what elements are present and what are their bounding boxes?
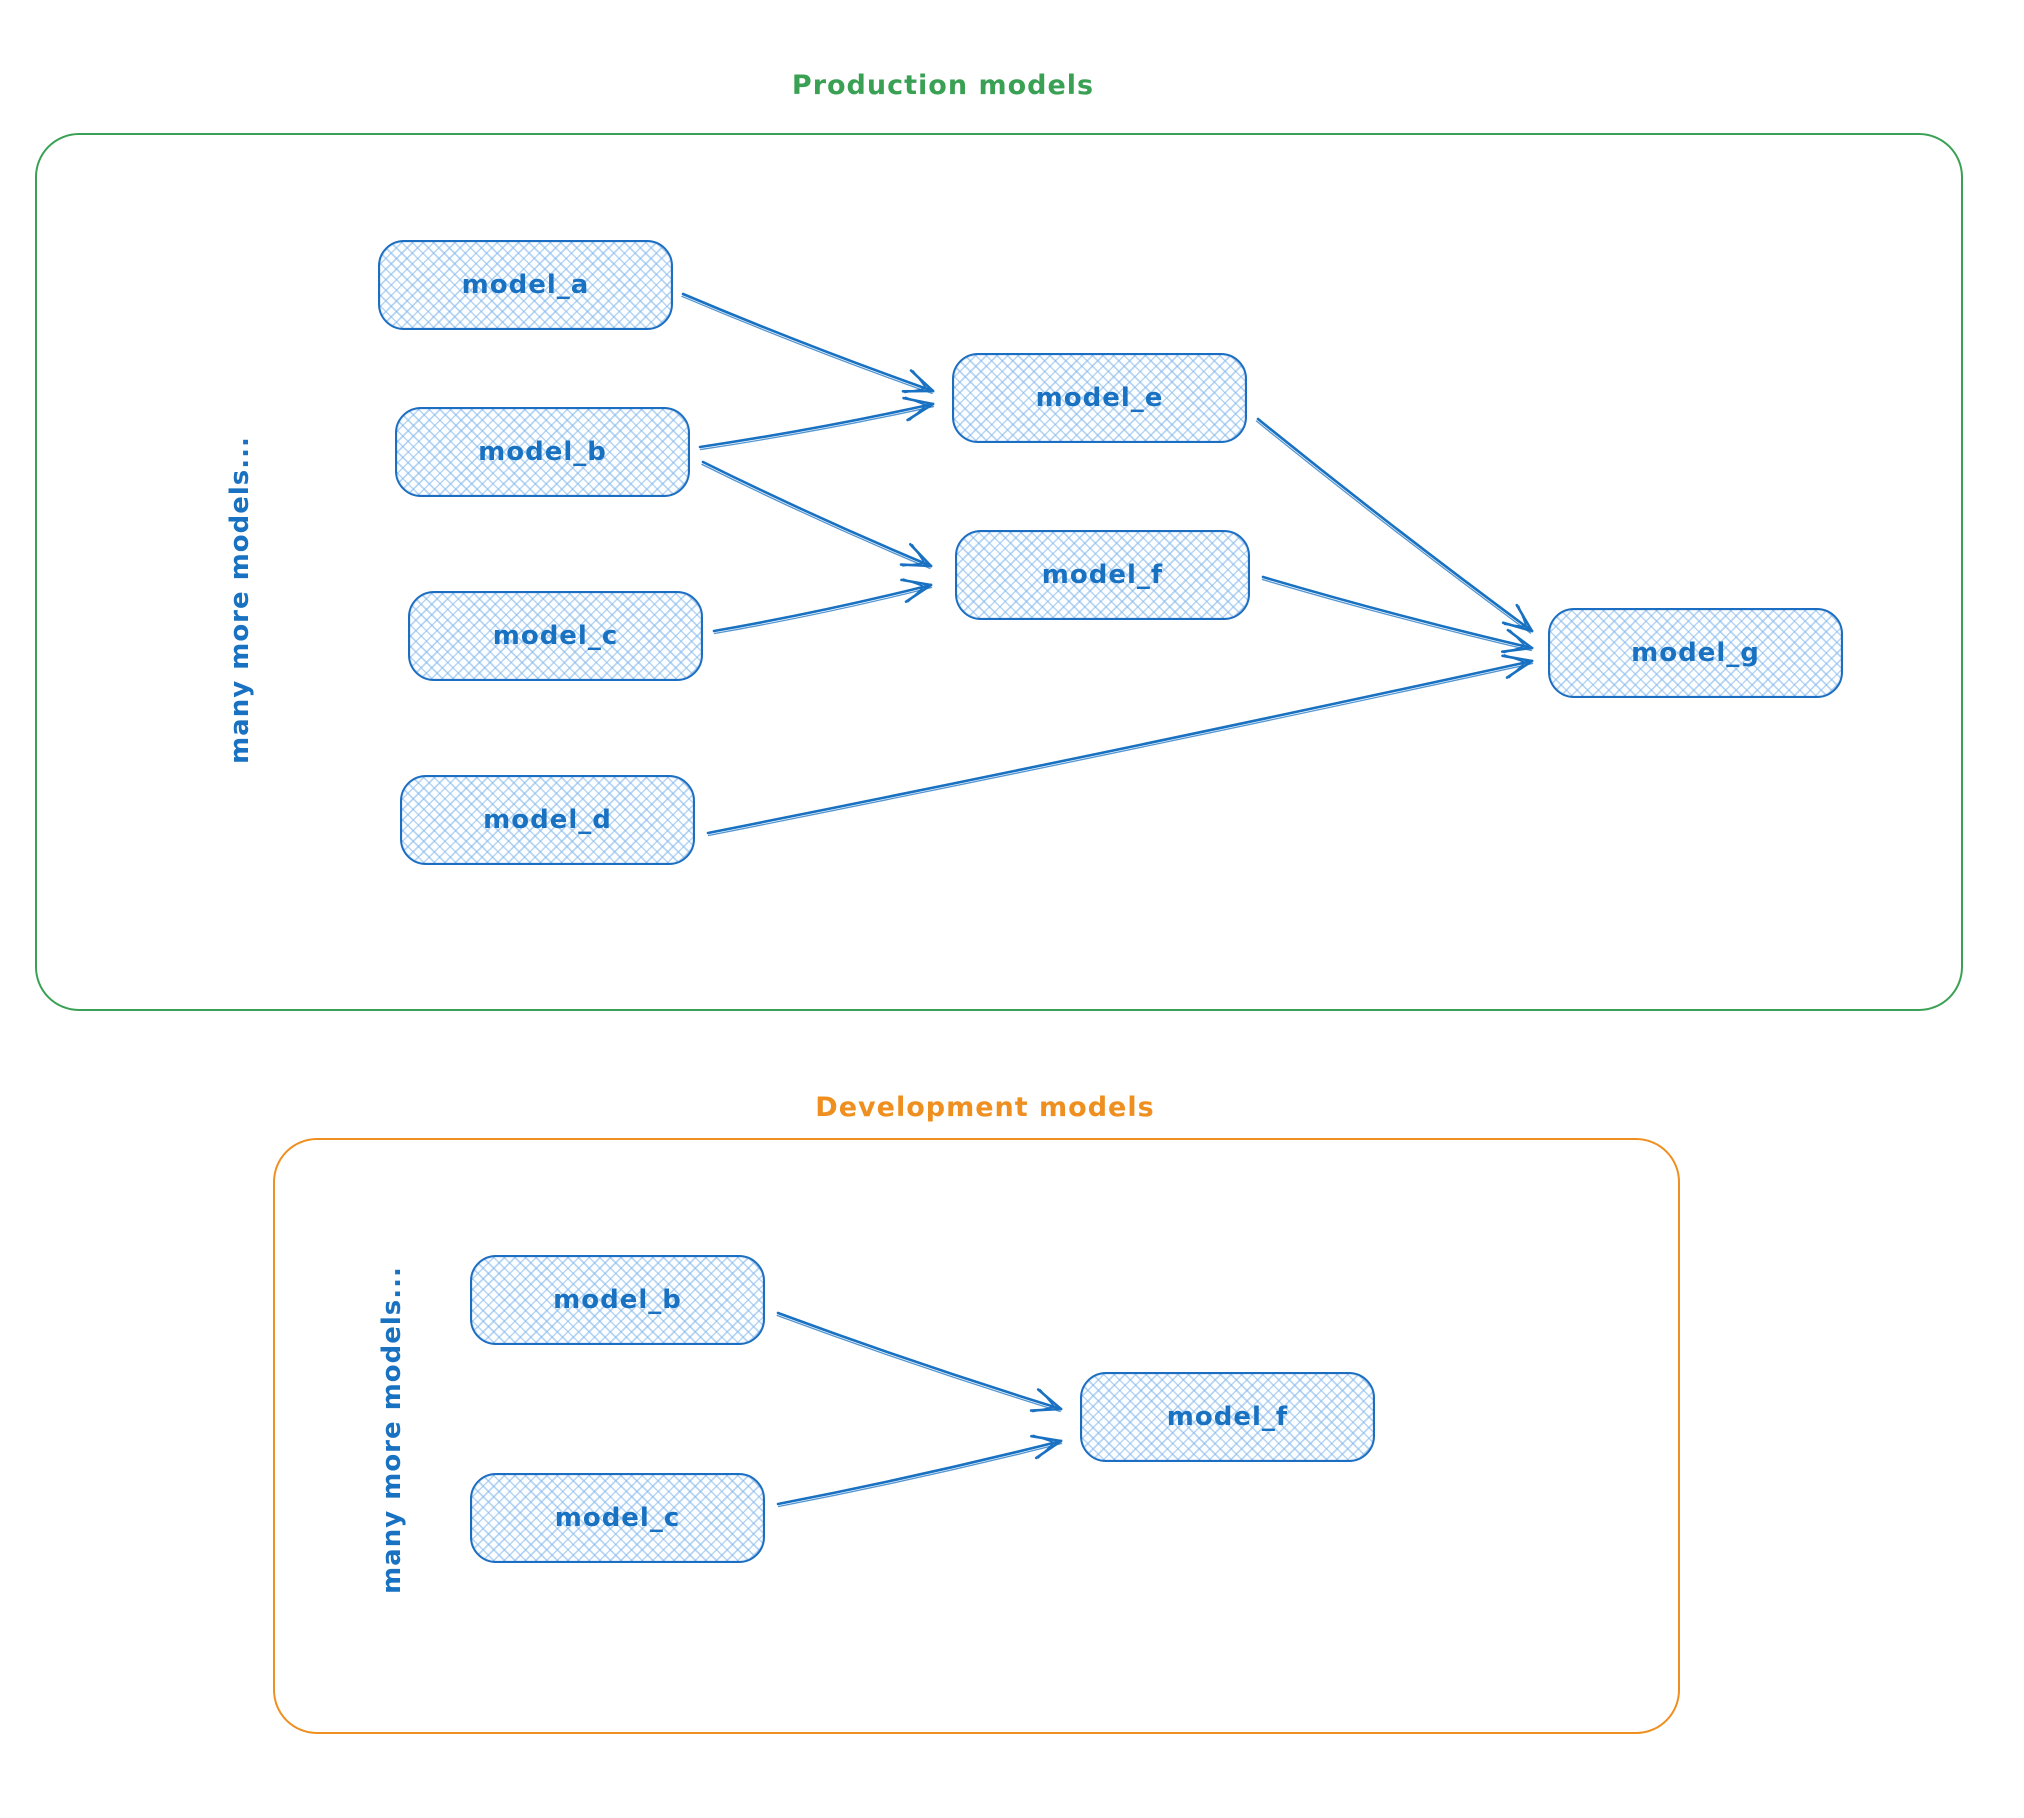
edge-production-model_b-to-model_f[interactable] bbox=[701, 460, 933, 570]
edge-development-model_b-to-model_f[interactable] bbox=[776, 1311, 1063, 1413]
node-production-model_d[interactable]: model_d bbox=[400, 775, 695, 865]
node-label: model_f bbox=[1166, 1402, 1289, 1432]
node-label: model_f bbox=[1041, 560, 1164, 590]
node-production-model_g[interactable]: model_g bbox=[1548, 608, 1843, 698]
node-development-model_f[interactable]: model_f bbox=[1080, 1372, 1375, 1462]
development-title[interactable]: Development models bbox=[815, 1092, 1155, 1123]
edge-production-model_a-to-model_e[interactable] bbox=[681, 292, 935, 395]
node-production-model_e[interactable]: model_e bbox=[952, 353, 1247, 443]
production-title[interactable]: Production models bbox=[791, 70, 1095, 101]
node-label: model_a bbox=[461, 270, 590, 300]
node-production-model_b[interactable]: model_b bbox=[395, 407, 690, 497]
node-label: model_d bbox=[483, 805, 612, 835]
development-frame[interactable] bbox=[273, 1138, 1680, 1734]
node-production-model_a[interactable]: model_a bbox=[378, 240, 673, 330]
edge-production-model_b-to-model_e[interactable] bbox=[698, 396, 935, 451]
node-development-model_c[interactable]: model_c bbox=[470, 1473, 765, 1563]
production-side-label[interactable]: many more models... bbox=[225, 436, 255, 764]
edge-development-model_c-to-model_f[interactable] bbox=[776, 1434, 1063, 1508]
node-production-model_f[interactable]: model_f bbox=[955, 530, 1250, 620]
node-label: model_g bbox=[1631, 638, 1760, 668]
node-label: model_e bbox=[1035, 383, 1164, 413]
edge-production-model_d-to-model_g[interactable] bbox=[706, 654, 1534, 837]
node-development-model_b[interactable]: model_b bbox=[470, 1255, 765, 1345]
node-label: model_c bbox=[492, 621, 619, 651]
edge-production-model_f-to-model_g[interactable] bbox=[1261, 575, 1534, 654]
node-label: model_c bbox=[554, 1503, 681, 1533]
production-frame[interactable] bbox=[35, 133, 1963, 1011]
node-label: model_b bbox=[553, 1285, 682, 1315]
node-label: model_b bbox=[478, 437, 607, 467]
development-side-label[interactable]: many more models... bbox=[377, 1266, 407, 1594]
node-production-model_c[interactable]: model_c bbox=[408, 591, 703, 681]
edge-production-model_c-to-model_f[interactable] bbox=[712, 578, 933, 635]
edge-production-model_e-to-model_g[interactable] bbox=[1255, 417, 1534, 634]
